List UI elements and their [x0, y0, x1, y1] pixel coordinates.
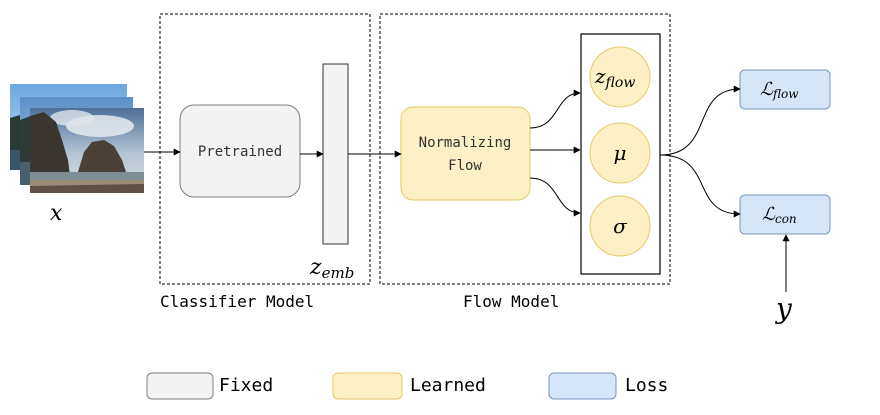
pretrained-label: Pretrained [198, 144, 282, 160]
arrow-flow-to-z-flow [529, 89, 581, 129]
target-symbol: y [774, 292, 793, 325]
arrows [144, 85, 790, 292]
input-symbol: x [50, 201, 63, 226]
embedding-bar [322, 63, 349, 245]
flow-model-label: Flow Model [463, 292, 559, 311]
sigma-node [589, 195, 651, 257]
z-flow-node [589, 46, 651, 108]
image-front [30, 108, 144, 193]
mu-node [589, 122, 651, 184]
mu-symbol: μ [614, 141, 627, 165]
arrow-outputs-to-loss-flow [659, 85, 741, 156]
normalizing-flow-block [400, 106, 531, 201]
arrow-outputs-to-loss-con [659, 154, 741, 218]
embedding-symbol: zemb [309, 255, 354, 282]
legend-learned-label: Learned [410, 375, 486, 396]
legend-learned-swatch [332, 372, 403, 400]
arrow-flow-to-sigma [529, 177, 581, 217]
legend-fixed-label: Fixed [219, 375, 273, 396]
legend-fixed-swatch [146, 372, 214, 400]
classifier-model-group [159, 13, 371, 285]
normalizing-flow-label-line1: Normalizing [419, 135, 512, 151]
loss-flow-symbol: ℒflow [760, 79, 799, 101]
legend-loss-swatch [548, 372, 617, 400]
loss-con-symbol: ℒcon [762, 204, 797, 226]
normalizing-flow-label-line2: Flow [448, 158, 482, 174]
legend-loss-label: Loss [625, 375, 668, 396]
flow-model-group [379, 13, 671, 285]
sigma-symbol: σ [613, 214, 628, 238]
legend: Fixed Learned Loss [146, 372, 668, 400]
z-flow-symbol: zflow [594, 64, 635, 91]
classifier-model-label: Classifier Model [160, 292, 314, 311]
input-image-stack [10, 84, 144, 193]
